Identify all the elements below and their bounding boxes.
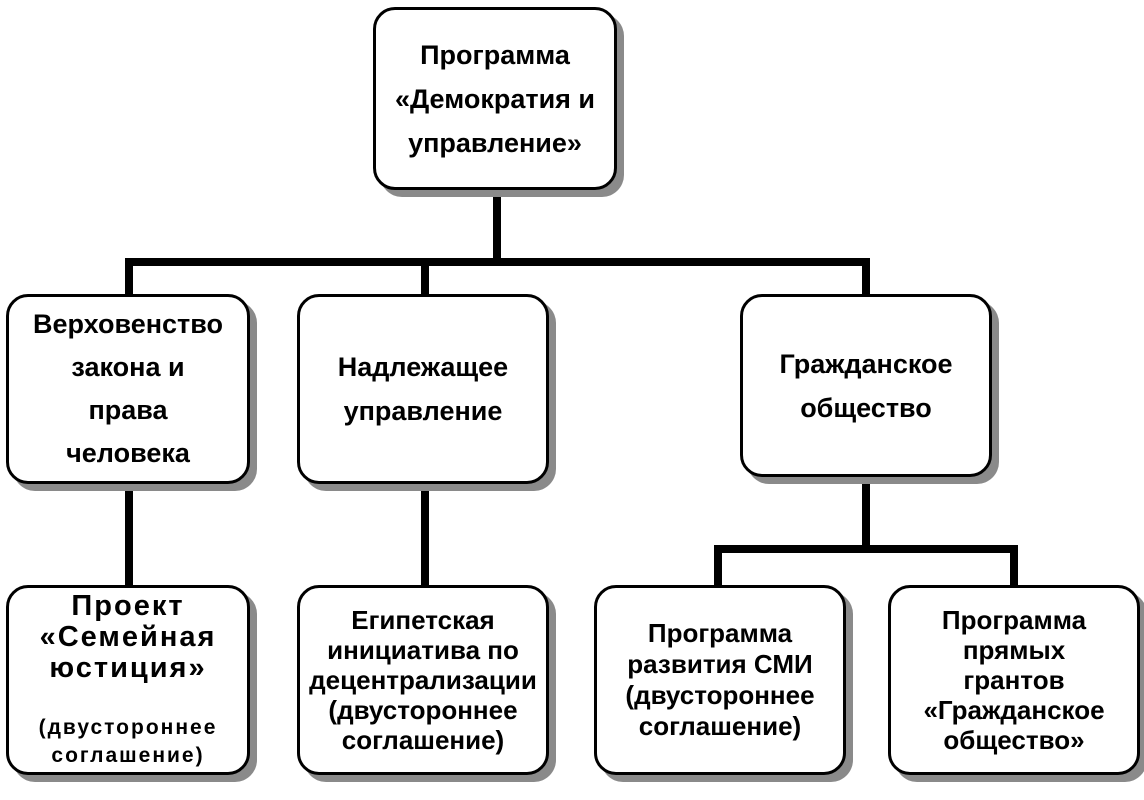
node-label: Программа развития СМИ (двустороннее сог… <box>625 618 815 741</box>
node-egyptian-decentralization-initiative: Египетская инициатива по децентрализации… <box>297 585 549 775</box>
connector-lines <box>125 186 1018 589</box>
node-label-note: (двустороннее соглашение) <box>38 715 218 767</box>
node-rule-of-law-human-rights: Верховенство закона и права человека <box>6 294 250 484</box>
node-label: Программа прямых грантов «Гражданское об… <box>923 605 1105 755</box>
node-label-title: Проект «Семейная юстиция» <box>39 589 217 684</box>
node-label: Надлежащее управление <box>337 352 509 426</box>
node-media-development-program: Программа развития СМИ (двустороннее сог… <box>594 585 846 775</box>
node-democracy-governance-program: Программа «Демократия и управление» <box>373 7 617 190</box>
node-civil-society: Гражданское общество <box>740 294 992 477</box>
node-label: Верховенство закона и права человека <box>32 309 224 468</box>
node-label: Гражданское общество <box>779 348 953 423</box>
node-good-governance: Надлежащее управление <box>297 294 549 484</box>
node-label: Программа «Демократия и управление» <box>394 39 596 158</box>
org-chart: Программа «Демократия и управление» Верх… <box>6 7 1140 775</box>
node-label: Египетская инициатива по децентрализации… <box>309 605 537 755</box>
node-label-group: Проект «Семейная юстиция» (двустороннее … <box>33 561 224 800</box>
node-family-justice-project: Проект «Семейная юстиция» (двустороннее … <box>6 585 250 775</box>
node-direct-grants-program: Программа прямых грантов «Гражданское об… <box>888 585 1140 775</box>
